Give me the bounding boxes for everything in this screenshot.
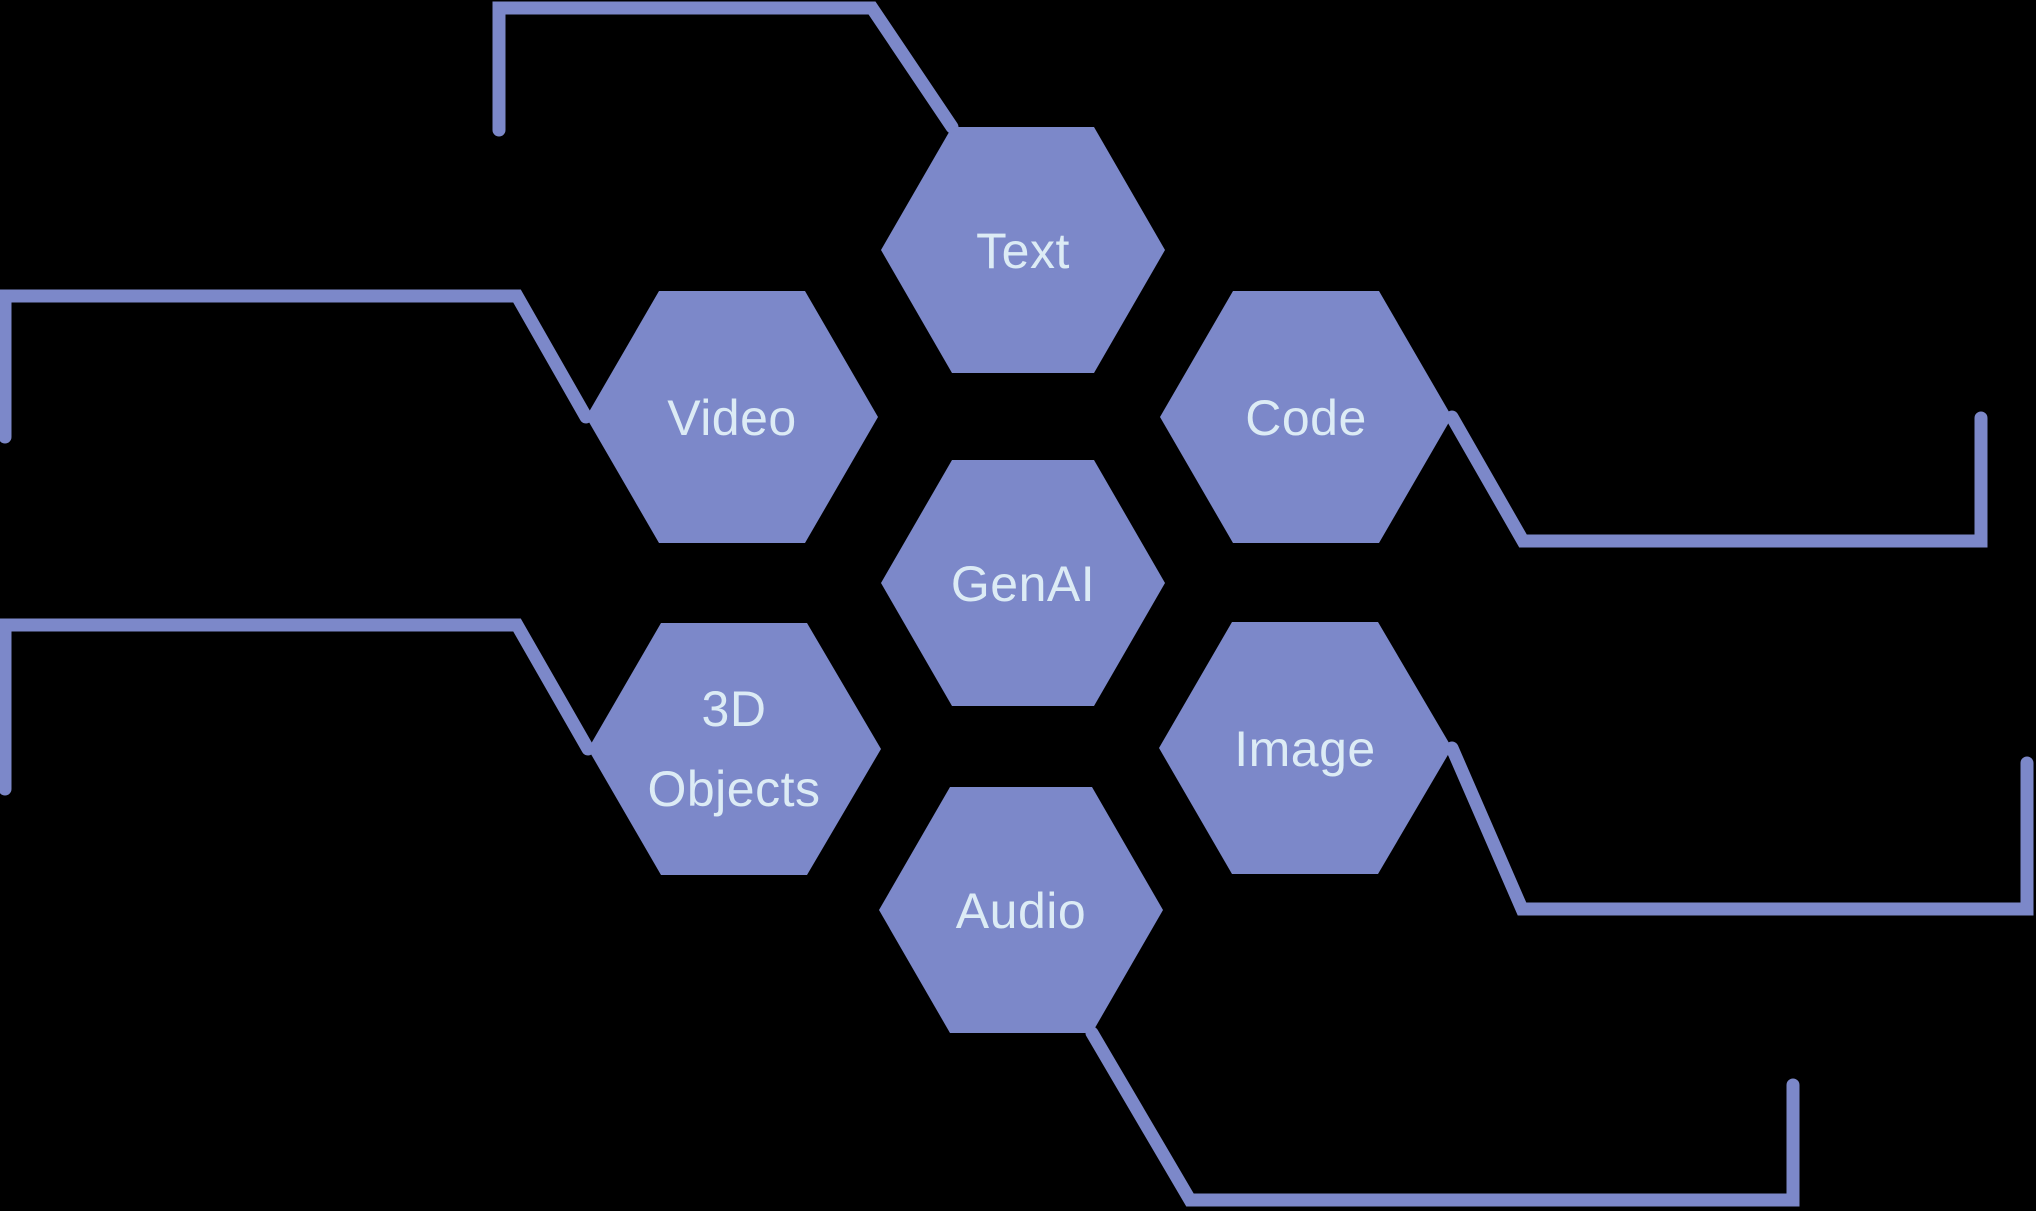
genai-hexagon-shape [881, 460, 1165, 706]
code-callout-line [1445, 410, 1988, 548]
hexagon-code: Code [1160, 291, 1452, 543]
genai-hexagon-label: GenAI [951, 556, 1095, 612]
audio-hexagon-label: Audio [956, 883, 1086, 939]
3d-objects-hexagon-label-line1: 3D [702, 681, 767, 737]
hexagon-genai: GenAI [881, 460, 1165, 706]
video-hexagon-label: Video [667, 390, 796, 446]
hexagon-nodes: Text Video Code GenAI 3D Objects [586, 127, 1452, 1033]
text-hexagon-label: Text [976, 223, 1070, 279]
text-callout-line [492, 1, 959, 137]
hexagon-image: Image [1159, 622, 1452, 874]
hexagon-text: Text [881, 127, 1165, 373]
text-hexagon-shape [881, 127, 1165, 373]
hexagon-video: Video [586, 291, 878, 543]
video-callout-line [0, 289, 593, 444]
image-callout-line [1445, 741, 2034, 916]
code-hexagon-label: Code [1245, 390, 1367, 446]
hexagon-audio: Audio [879, 787, 1163, 1033]
image-hexagon-shape [1159, 622, 1452, 874]
video-hexagon-shape [586, 291, 878, 543]
objects3d-callout-line [0, 618, 595, 796]
code-hexagon-shape [1160, 291, 1452, 543]
image-hexagon-label: Image [1234, 721, 1375, 777]
hexagon-3d-objects: 3D Objects [588, 623, 881, 875]
3d-objects-hexagon-label-line2: Objects [647, 761, 820, 817]
audio-callout-line [1085, 1026, 1800, 1207]
audio-hexagon-shape [879, 787, 1163, 1033]
3d-objects-hexagon-shape [588, 623, 881, 875]
